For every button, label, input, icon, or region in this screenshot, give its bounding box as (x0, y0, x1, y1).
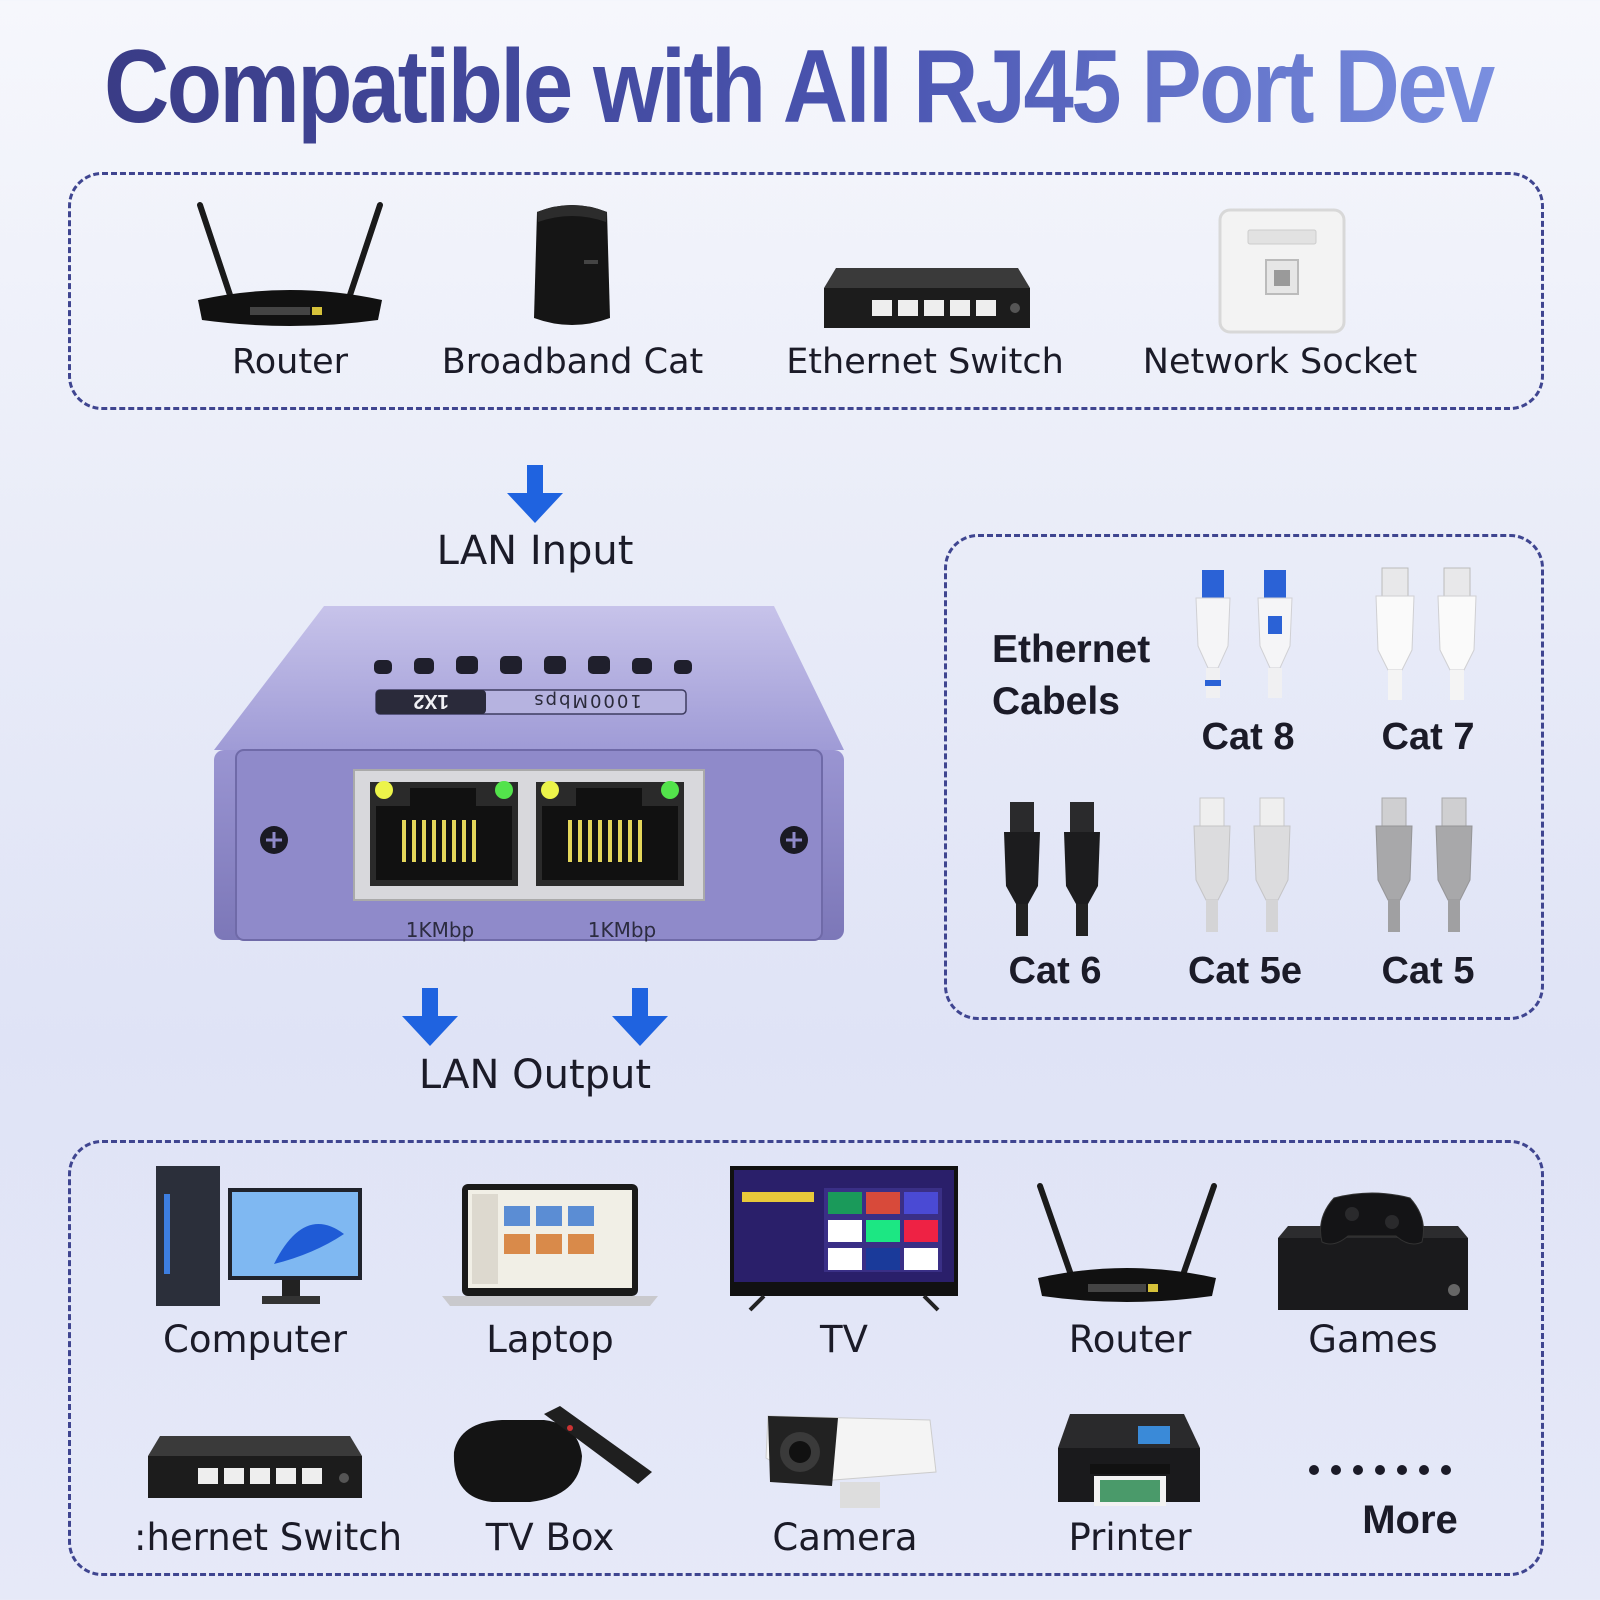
output-device-label-tv-box: TV Box (485, 1516, 615, 1559)
computer-icon (156, 1166, 362, 1306)
output-device-label-laptop: Laptop (486, 1318, 614, 1361)
splitter-model-label: 1X2 (413, 690, 449, 712)
cat6-cable-icon (1004, 802, 1100, 936)
ethernet-splitter-device (214, 606, 844, 941)
splitter-speed-label: 1000Mbps (532, 690, 642, 711)
port-label-1: 1KMbp (405, 918, 475, 942)
cable-label-cat6: Cat 6 (1008, 950, 1102, 992)
printer-icon (1058, 1414, 1200, 1506)
cable-label-cat7: Cat 7 (1381, 716, 1475, 758)
router-icon (1037, 1183, 1217, 1302)
down-arrow-icon (612, 988, 668, 1046)
output-device-label-computer: Computer (163, 1318, 347, 1361)
cable-label-cat8: Cat 8 (1201, 716, 1295, 758)
cat5-cable-icon (1375, 797, 1473, 932)
cat8-cable-icon (1195, 570, 1293, 698)
laptop-icon (442, 1184, 658, 1306)
input-devices-box (68, 172, 1544, 410)
cat5e-cable-icon (1193, 797, 1291, 932)
output-device-label-switch: :hernet Switch (134, 1516, 403, 1559)
down-arrow-icon (507, 465, 563, 523)
router-icon (197, 202, 383, 326)
cables-title-line1: Ethernet (992, 628, 1151, 671)
input-device-label-broadband: Broadband Cat (441, 342, 704, 382)
tv-box-icon (453, 1406, 652, 1502)
camera-icon (765, 1415, 937, 1508)
wall-socket-icon (1218, 208, 1346, 334)
lan-input-label: LAN Input (436, 528, 634, 574)
output-device-label-tv: TV (820, 1318, 868, 1361)
headline: Compatible with All RJ45 Port Device (104, 29, 1600, 145)
output-device-label-more: More (1362, 1498, 1458, 1542)
game-console-icon (1278, 1192, 1468, 1310)
cable-label-cat5e: Cat 5e (1187, 950, 1303, 992)
output-device-label-printer: Printer (1068, 1516, 1192, 1559)
port-label-2: 1KMbp (587, 918, 657, 942)
output-devices-box (68, 1140, 1544, 1576)
down-arrow-icon (402, 988, 458, 1046)
cables-box (944, 534, 1544, 1020)
cable-label-cat5: Cat 5 (1381, 950, 1475, 992)
more-dots-icon (1309, 1465, 1451, 1475)
cables-title-line2: Cabels (992, 680, 1120, 723)
input-device-label-router: Router (232, 342, 348, 382)
tv-icon (730, 1166, 958, 1312)
modem-icon (534, 205, 610, 325)
switch-icon (148, 1436, 362, 1498)
input-device-label-switch: Ethernet Switch (786, 342, 1064, 382)
lan-output-label: LAN Output (418, 1052, 652, 1098)
output-device-label-camera: Camera (772, 1516, 918, 1559)
switch-icon (824, 268, 1030, 328)
cat7-cable-icon (1375, 567, 1477, 700)
output-device-label-router: Router (1068, 1318, 1192, 1361)
cables-title: Ethernet Cabels (992, 624, 1150, 728)
input-device-label-socket: Network Socket (1142, 342, 1418, 382)
output-device-label-games: Games (1308, 1318, 1438, 1361)
